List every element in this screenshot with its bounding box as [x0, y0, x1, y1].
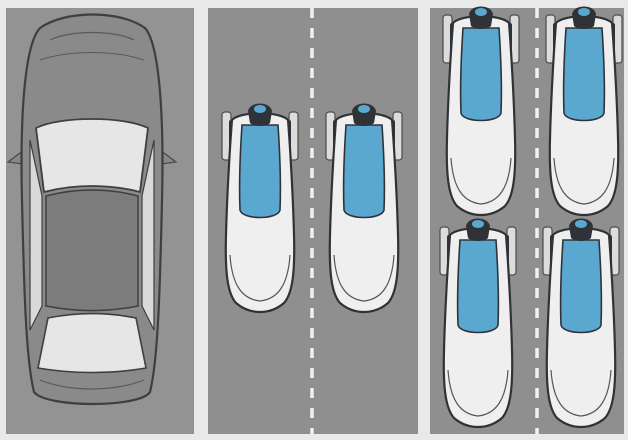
pod-right-bottom-right [543, 219, 619, 428]
pod-right-bottom-left [440, 219, 516, 428]
pod-middle-right [326, 104, 402, 313]
pod-right-top-left [443, 7, 519, 216]
pod-middle-left [222, 104, 298, 313]
conventional-car [8, 15, 176, 405]
pod-right-top-right [546, 7, 622, 216]
